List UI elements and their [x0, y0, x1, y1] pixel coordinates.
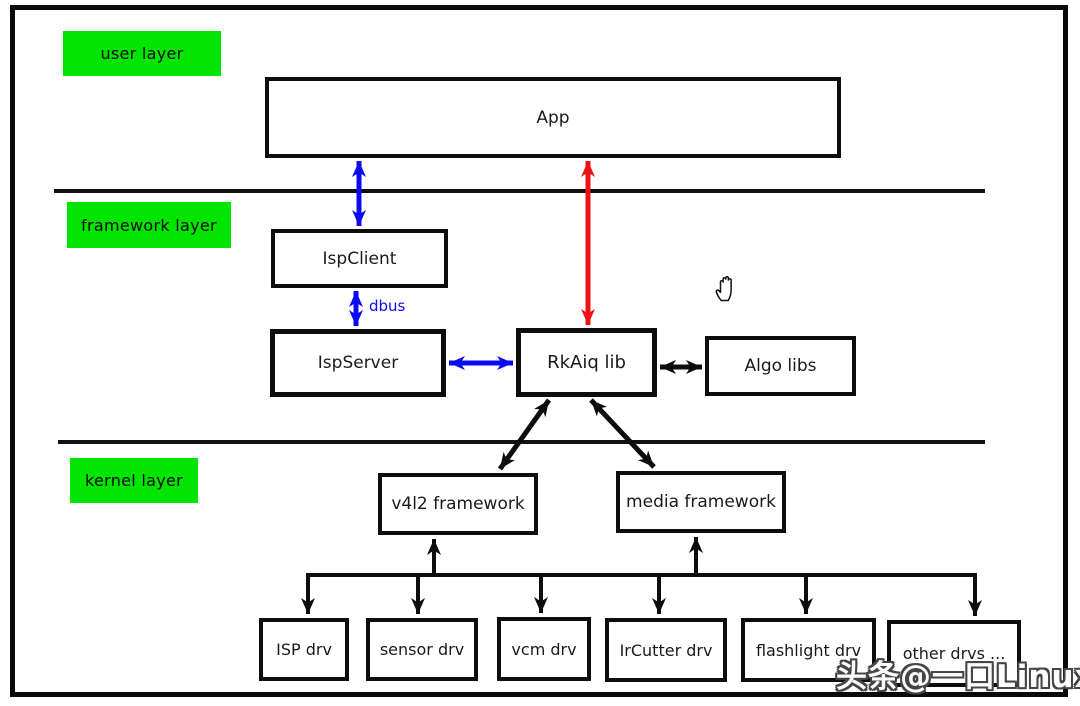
grab-hand-cursor	[715, 275, 732, 302]
node-v4l2-framework: v4l2 framework	[378, 473, 538, 535]
node-other-drvs: other drvs ...	[887, 620, 1021, 687]
node-ispserver-label: IspServer	[317, 353, 399, 373]
node-media-framework: media framework	[616, 471, 786, 533]
node-ispclient: IspClient	[271, 229, 448, 288]
node-isp-drv: ISP drv	[259, 618, 349, 681]
node-algo-libs-label: Algo libs	[744, 356, 817, 376]
node-ircutter-drv-label: IrCutter drv	[619, 640, 713, 660]
layer-label-user: user layer	[63, 31, 221, 76]
node-rkaiq-lib-label: RkAiq lib	[547, 352, 626, 373]
layer-label-user-text: user layer	[100, 44, 184, 63]
node-flashlight-drv: flashlight drv	[741, 618, 876, 682]
separator-user-framework	[54, 189, 985, 193]
node-app: App	[265, 77, 841, 158]
layer-label-framework-text: framework layer	[81, 215, 217, 235]
node-flashlight-drv-label: flashlight drv	[755, 640, 862, 660]
node-ircutter-drv: IrCutter drv	[605, 618, 727, 682]
node-v4l2-framework-label: v4l2 framework	[391, 494, 525, 514]
node-rkaiq-lib: RkAiq lib	[516, 328, 657, 397]
layer-label-kernel: kernel layer	[70, 458, 198, 503]
node-other-drvs-label: other drvs ...	[902, 644, 1006, 663]
node-algo-libs: Algo libs	[705, 336, 856, 396]
node-vcm-drv: vcm drv	[497, 617, 591, 681]
node-ispclient-label: IspClient	[322, 248, 397, 269]
node-sensor-drv-label: sensor drv	[379, 640, 465, 659]
outer-border	[10, 5, 1068, 697]
separator-framework-kernel	[58, 440, 985, 444]
watermark-text: 头条@一口Linux	[836, 659, 1080, 695]
edge-label-dbus: dbus	[369, 297, 406, 315]
node-isp-drv-label: ISP drv	[276, 640, 332, 659]
node-sensor-drv: sensor drv	[366, 618, 478, 681]
node-app-label: App	[536, 107, 570, 128]
layer-label-framework: framework layer	[67, 202, 231, 248]
node-vcm-drv-label: vcm drv	[511, 639, 577, 659]
layer-label-kernel-text: kernel layer	[84, 471, 184, 490]
node-media-framework-label: media framework	[626, 492, 776, 512]
node-ispserver: IspServer	[270, 329, 446, 397]
